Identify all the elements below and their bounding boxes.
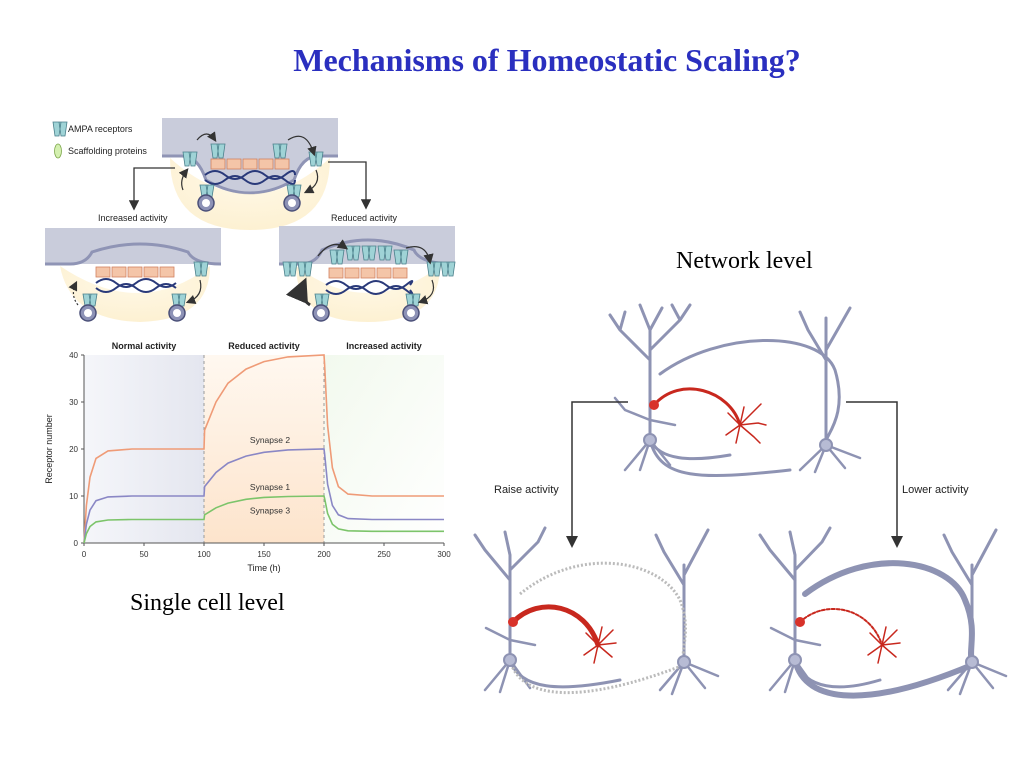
increased-activity-region	[324, 355, 444, 543]
scaffolding-protein-icon	[54, 143, 62, 159]
phase-label-reduced: Reduced activity	[228, 341, 300, 351]
network-raise-activity	[473, 526, 720, 696]
y-tick-label: 30	[69, 398, 78, 407]
x-tick-label: 50	[140, 550, 149, 559]
single-cell-level-caption: Single cell level	[130, 590, 285, 616]
x-axis-label: Time (h)	[247, 563, 280, 573]
series-line-synapse-1	[83, 448, 444, 544]
ampa-receptor-icon	[52, 121, 68, 137]
interneuron-top	[652, 387, 767, 444]
interneuron-top-soma	[649, 400, 659, 410]
series-line-synapse-2	[83, 354, 444, 544]
network-top	[608, 303, 862, 478]
network-lower-activity	[758, 526, 1008, 699]
raise-activity-label: Raise activity	[494, 484, 559, 496]
phase-label-increased: Increased activity	[346, 341, 422, 351]
series-label: Synapse 3	[250, 506, 290, 516]
x-tick-label: 300	[437, 550, 451, 559]
reduced-activity-label: Reduced activity	[331, 213, 398, 223]
x-tick-label: 0	[82, 550, 87, 559]
synapse-panel-increased	[45, 228, 222, 322]
legend-ampa-label: AMPA receptors	[68, 124, 133, 134]
synapse-schematic: AMPA receptors Scaffolding proteins	[45, 118, 456, 322]
x-tick-label: 100	[197, 550, 211, 559]
y-tick-label: 0	[74, 539, 79, 548]
y-axis-label: Receptor number	[44, 414, 54, 484]
slide-title: Mechanisms of Homeostatic Scaling?	[293, 42, 801, 78]
series-label: Synapse 2	[250, 435, 290, 445]
increased-activity-label: Increased activity	[98, 213, 168, 223]
receptor-number-chart: 0 50 100 150 200 250 300 0 10 20 30 40 Synapse 2 Syn…	[44, 341, 451, 573]
y-tick-label: 20	[69, 445, 78, 454]
lower-activity-arrow	[846, 401, 903, 548]
lower-activity-label: Lower activity	[902, 484, 969, 496]
phase-label-normal: Normal activity	[112, 341, 177, 351]
x-tick-label: 200	[317, 550, 331, 559]
legend-scaffolding-protein: Scaffolding proteins	[54, 143, 147, 159]
raise-activity-arrow	[566, 401, 628, 548]
x-tick-label: 150	[257, 550, 271, 559]
synapse-panel-normal	[162, 118, 338, 230]
y-tick-label: 40	[69, 351, 78, 360]
y-tick-label: 10	[69, 492, 78, 501]
legend-scaffolding-label: Scaffolding proteins	[68, 146, 147, 156]
series-line-synapse-3	[83, 495, 444, 544]
x-tick-label: 250	[377, 550, 391, 559]
series-label: Synapse 1	[250, 482, 290, 492]
network-level-caption: Network level	[676, 248, 813, 274]
synapse-panel-reduced	[279, 226, 456, 322]
network-schematic: Raise activity Lower activity	[473, 303, 1008, 699]
legend-ampa-receptor: AMPA receptors	[52, 121, 133, 137]
